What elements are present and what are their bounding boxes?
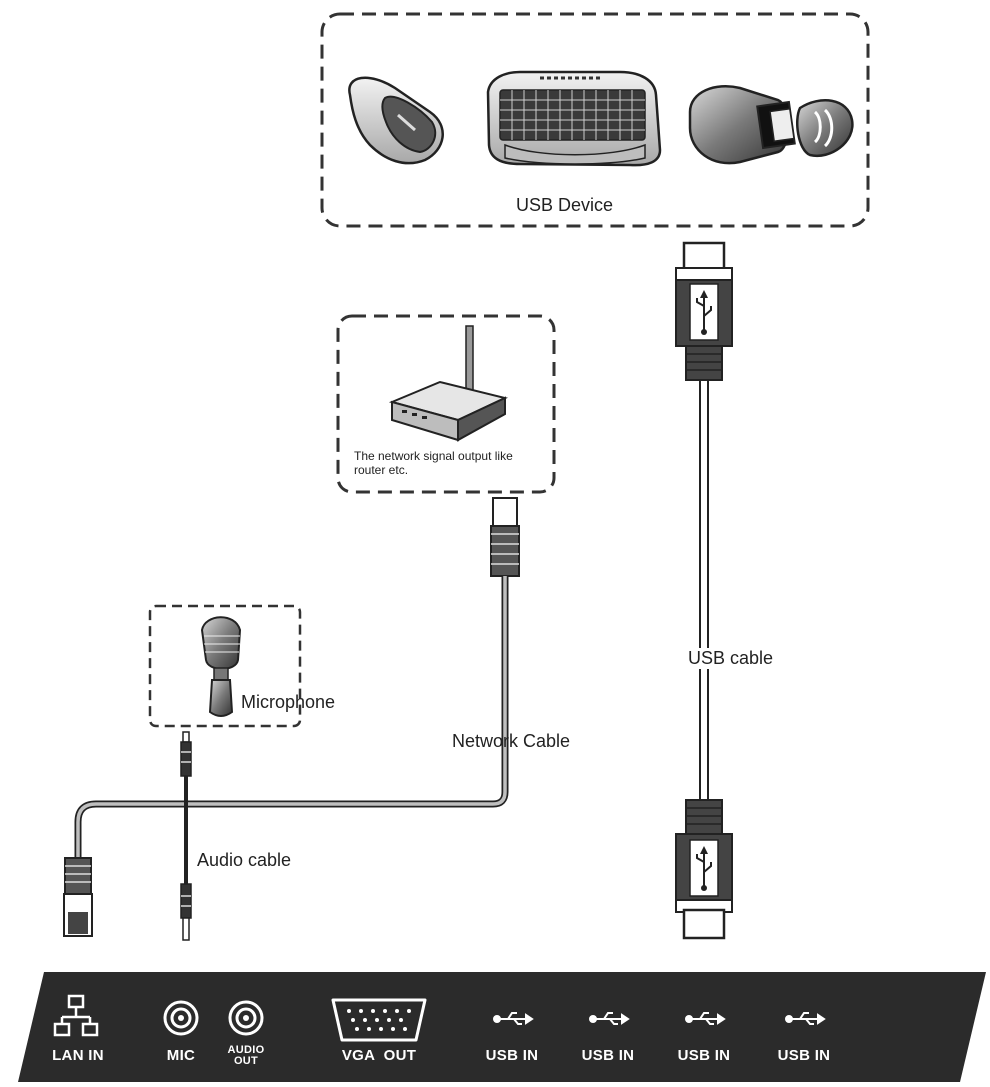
router-icon [388, 325, 508, 442]
network-cable-label: Network Cable [452, 731, 571, 751]
router-group [336, 314, 556, 494]
rj45-plug-top [492, 497, 518, 527]
usb-plug-bottom-tip [682, 908, 726, 940]
usb-icon[interactable] [589, 1012, 630, 1025]
port-label-audio-out-line1: AUDIO [227, 1044, 265, 1056]
audio-cable [180, 731, 192, 941]
port-label-usb-in-1: USB IN [485, 1047, 539, 1064]
usb-icon[interactable] [685, 1012, 726, 1025]
port-label-mic: MIC [166, 1047, 196, 1064]
mouse-icon [348, 76, 444, 165]
usb-device-frame [320, 12, 870, 228]
audio-cable-label: Audio cable [197, 850, 292, 870]
port-label-vga-out: VGA OUT [341, 1047, 417, 1064]
usb-icon [696, 846, 712, 891]
usb-icon[interactable] [493, 1012, 534, 1025]
usb-device-label: USB Device [516, 195, 614, 215]
mic-jack-icon[interactable] [163, 1000, 199, 1036]
usb-icon[interactable] [785, 1012, 826, 1025]
port-label-usb-in-3: USB IN [677, 1047, 731, 1064]
usb-flash-drive-icon [688, 85, 854, 165]
vga-port-icon[interactable] [331, 998, 427, 1042]
keyboard-icon [486, 70, 662, 167]
usb-plug-top-collar [675, 267, 733, 281]
port-label-usb-in-2: USB IN [581, 1047, 635, 1064]
usb-device-group [320, 12, 870, 228]
port-label-lan-in: LAN IN [52, 1047, 104, 1064]
microphone-label: Microphone [241, 692, 336, 712]
router-caption: The network signal output like router et… [354, 449, 513, 477]
network-cable [63, 497, 520, 937]
port-label-audio-out-line2: OUT [233, 1055, 259, 1067]
microphone-icon [200, 616, 242, 717]
port-label-audio-out: AUDIO OUT [216, 1045, 276, 1067]
microphone-frame [148, 604, 302, 728]
microphone-group [148, 604, 302, 728]
usb-cable-label: USB cable [686, 648, 776, 669]
port-panel [18, 972, 986, 1082]
lan-icon [53, 994, 99, 1037]
usb-cable [675, 241, 733, 940]
usb-icon [696, 290, 712, 335]
router-frame [336, 314, 556, 494]
port-label-usb-in-4: USB IN [777, 1047, 831, 1064]
audio-out-jack-icon[interactable] [228, 1000, 264, 1036]
usb-plug-top-tip [682, 241, 726, 273]
